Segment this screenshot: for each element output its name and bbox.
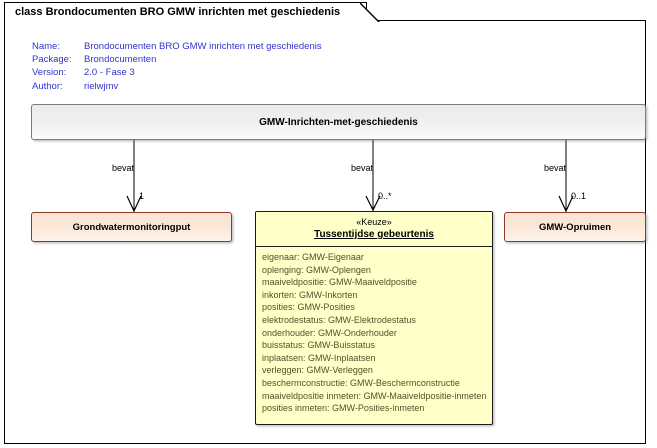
class-node-gmw-opruimen[interactable]: GMW-Opruimen [504, 212, 646, 242]
metadata-value-package: Brondocumenten [84, 54, 157, 66]
diagram-tab-title: class Brondocumenten BRO GMW inrichten m… [15, 6, 341, 18]
class-attribute-list: eigenaar: GMW-Eigenaar oplenging: GMW-Op… [256, 247, 492, 419]
class-attribute: maaiveldpositie inmeten: GMW-Maaiveldpos… [262, 390, 487, 401]
class-attribute: eigenaar: GMW-Eigenaar [262, 252, 364, 262]
class-node-header: «Keuze» Tussentijdse gebeurtenis [256, 212, 492, 247]
class-attribute: onderhouder: GMW-Onderhouder [262, 327, 397, 338]
metadata-value-name: Brondocumenten BRO GMW inrichten met ges… [84, 41, 322, 52]
metadata-label-version: Version: [32, 67, 67, 79]
class-attribute: posities inmeten: GMW-Posities-inmeten [262, 403, 425, 414]
metadata-value-version: 2.0 - Fase 3 [84, 67, 135, 79]
class-attribute: maaiveldpositie: GMW-Maaiveldpositie [262, 277, 417, 288]
metadata-row-name: Name: Brondocumenten BRO GMW inrichten m… [32, 40, 322, 53]
connector-multiplicity-right: 0..1 [571, 191, 587, 201]
metadata-label-author: Author: [32, 80, 63, 92]
connector-multiplicity-middle: 0..* [378, 191, 392, 201]
connector-label-left: bevat [112, 163, 135, 173]
metadata-row-version: Version: 2.0 - Fase 3 [32, 66, 322, 79]
class-attribute: oplenging: GMW-Oplengen [262, 264, 371, 275]
class-node-title: Grondwatermonitoringput [72, 221, 191, 233]
class-attribute: elektrodestatus: GMW-Elektrodestatus [262, 314, 416, 325]
class-attribute: beschermconstructie: GMW-Beschermconstru… [262, 377, 460, 388]
class-node-gmw-inrichten-met-geschiedenis[interactable]: GMW-Inrichten-met-geschiedenis [31, 104, 646, 140]
connector-multiplicity-left: 1 [139, 191, 145, 201]
metadata-row-author: Author: rielwjmv [32, 80, 322, 93]
connector-label-middle: bevat [351, 163, 374, 173]
class-attribute: posities: GMW-Posities [262, 302, 355, 313]
metadata-label-package: Package: [32, 54, 72, 66]
connector-label-right: bevat [544, 163, 567, 173]
class-attribute: inplaatsen: GMW-Inplaatsen [262, 352, 376, 363]
class-node-title: GMW-Inrichten-met-geschiedenis [259, 116, 418, 128]
class-attribute: verleggen: GMW-Verleggen [262, 365, 373, 376]
diagram-frame-tab: class Brondocumenten BRO GMW inrichten m… [4, 2, 381, 22]
diagram-metadata: Name: Brondocumenten BRO GMW inrichten m… [32, 40, 322, 93]
class-attribute: inkorten: GMW-Inkorten [262, 289, 358, 300]
metadata-label-name: Name: [32, 41, 60, 52]
class-node-tussentijdse-gebeurtenis[interactable]: «Keuze» Tussentijdse gebeurtenis eigenaa… [255, 211, 493, 425]
class-node-grondwatermonitoringput[interactable]: Grondwatermonitoringput [31, 212, 232, 242]
class-stereotype: «Keuze» [356, 217, 392, 227]
class-node-title: Tussentijdse gebeurtenis [314, 229, 434, 240]
metadata-value-author: rielwjmv [84, 80, 119, 92]
class-attribute: buisstatus: GMW-Buisstatus [262, 340, 375, 351]
class-node-title: GMW-Opruimen [538, 221, 612, 233]
metadata-row-package: Package: Brondocumenten [32, 53, 322, 66]
